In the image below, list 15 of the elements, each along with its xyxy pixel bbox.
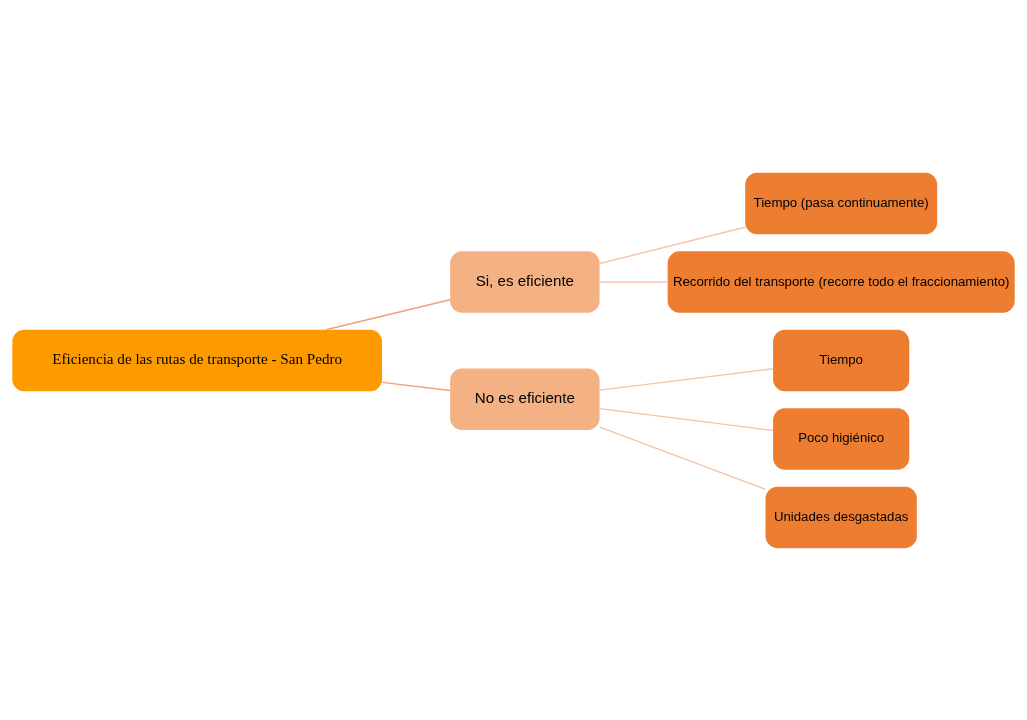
connector (599, 407, 774, 431)
connector (599, 425, 767, 490)
node-box: Poco higiénico (773, 407, 910, 470)
node-box: Tiempo (pasa continuamente) (745, 172, 938, 234)
connector (599, 367, 774, 391)
node-box: Tiempo (773, 329, 910, 391)
node-box: Eficiencia de las rutas de transporte - San Pedro (12, 329, 383, 391)
connector (599, 280, 669, 283)
node-box: Si, es eficiente (450, 250, 600, 313)
node-box: Recorrido del transporte (recorre todo el fraccionamiento) (667, 250, 1015, 313)
connector (599, 226, 746, 264)
node-box: No es eficiente (450, 368, 600, 430)
connector (381, 381, 451, 391)
node-box: Unidades desgastadas (765, 486, 917, 548)
connector (325, 298, 451, 330)
